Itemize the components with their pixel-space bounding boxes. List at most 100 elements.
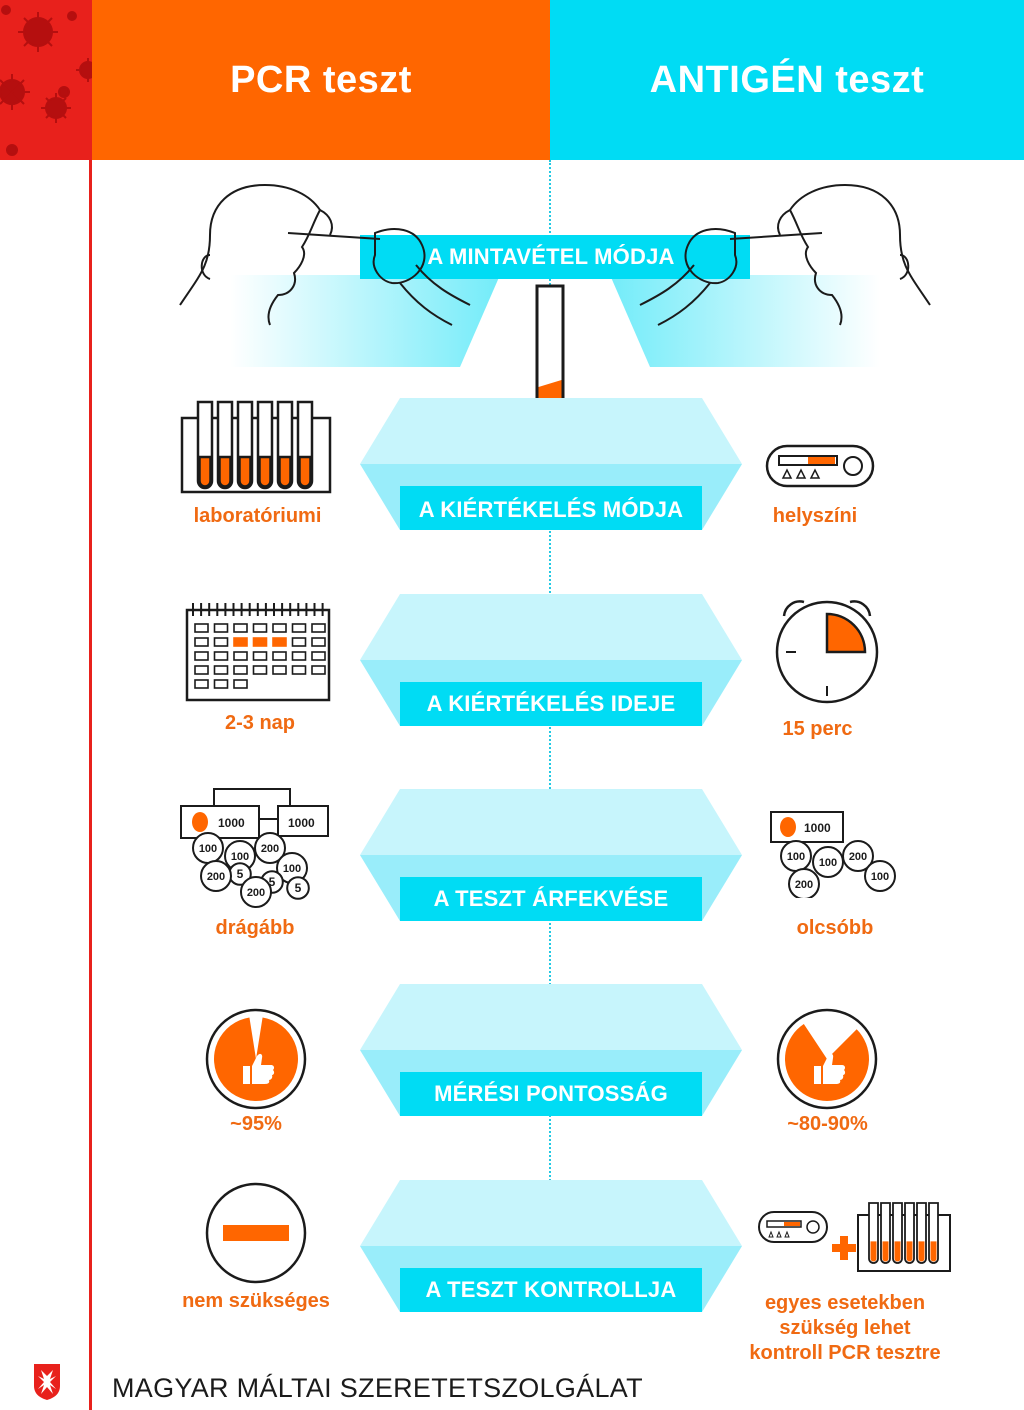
- svg-text:100: 100: [283, 863, 301, 875]
- test-tube-icon: [256, 400, 274, 490]
- minus-icon: [205, 1182, 307, 1284]
- calendar-day: [272, 623, 287, 633]
- rapid-test-cassette-icon: [758, 1211, 828, 1243]
- organization-name: MAGYAR MÁLTAI SZERETETSZOLGÁLAT: [112, 1373, 643, 1403]
- coin-icon: 100: [864, 860, 896, 892]
- svg-text:100: 100: [787, 851, 805, 863]
- coin-icon: 5: [228, 862, 252, 886]
- calendar-day: [213, 637, 229, 647]
- header-virus-strip: [0, 0, 100, 160]
- band-meresi-pontossag: [360, 984, 742, 1116]
- coin-icon: 100: [192, 832, 224, 864]
- pcr-control: nem szükséges: [182, 1290, 330, 1312]
- coin-icon: 200: [200, 860, 232, 892]
- svg-text:100: 100: [231, 851, 249, 863]
- svg-text:5: 5: [237, 867, 244, 881]
- antigen-control-line: szükség lehet: [779, 1317, 911, 1339]
- test-tube-icon: [880, 1202, 891, 1264]
- band-kiertekeles-ideje: [360, 594, 742, 726]
- calendar-day: [194, 665, 209, 675]
- svg-text:5: 5: [295, 881, 302, 895]
- row-title-evaluation-method: A KIÉRTÉKELÉS MÓDJA: [418, 497, 684, 522]
- calendar-day: [213, 623, 229, 633]
- thumbs-up-icon: [814, 1053, 846, 1084]
- rapid-test-cassette-icon: [765, 444, 875, 488]
- test-tube-icon: [928, 1202, 939, 1264]
- banknote-icon: 1000: [770, 811, 844, 843]
- tube-rack-icon: [180, 400, 332, 494]
- svg-text:1000: 1000: [804, 821, 831, 835]
- calendar-day: [291, 623, 307, 633]
- calendar-day: [233, 651, 248, 661]
- antigen-control-line: kontroll PCR tesztre: [749, 1342, 941, 1364]
- svg-text:100: 100: [199, 843, 217, 855]
- antigen-price: olcsóbb: [796, 917, 874, 939]
- pcr-evaluation-time: 2-3 nap: [224, 712, 296, 734]
- antigen-accuracy: ~80-90%: [787, 1113, 868, 1135]
- calendar-day: [272, 637, 287, 647]
- calendar-day: [291, 665, 307, 675]
- svg-text:200: 200: [247, 887, 265, 899]
- maltese-cross-icon: [34, 1364, 60, 1400]
- test-tube-icon: [868, 1202, 879, 1264]
- thumbs-up-icon: [243, 1053, 275, 1084]
- coin-icon: 100: [812, 846, 844, 878]
- calendar-day: [233, 623, 248, 633]
- coin-icon: 100: [276, 852, 308, 884]
- svg-text:1000: 1000: [218, 816, 245, 830]
- antigen-evaluation-time: 15 perc: [782, 718, 853, 740]
- calendar-icon: [185, 603, 331, 702]
- test-tube-icon: [216, 400, 234, 490]
- calendar-day: [233, 679, 248, 689]
- svg-text:200: 200: [207, 871, 225, 883]
- band-left-arrow: [230, 275, 500, 367]
- antigen-control-line: egyes esetekben: [764, 1292, 926, 1314]
- plus-icon: [832, 1236, 856, 1260]
- test-tube-icon: [296, 400, 314, 490]
- band-arfekvese: [360, 789, 742, 921]
- accuracy-pie-antigen: [776, 1008, 878, 1110]
- calendar-day: [291, 651, 307, 661]
- calendar-day: [311, 665, 326, 675]
- calendar-day: [194, 651, 209, 661]
- svg-text:100: 100: [871, 871, 889, 883]
- calendar-day: [233, 637, 248, 647]
- coin-icon: 5: [286, 876, 310, 900]
- calendar-day: [213, 665, 229, 675]
- calendar-day: [252, 651, 268, 661]
- row-title-sampling: A MINTAVÉTEL MÓDJA: [427, 244, 675, 269]
- antigen-title: ANTIGÉN teszt: [649, 58, 925, 101]
- stopwatch-icon: [775, 600, 879, 704]
- antigen-header: ANTIGÉN teszt: [550, 0, 1024, 160]
- pcr-header: PCR teszt: [92, 0, 550, 160]
- coin-icon: 200: [788, 868, 820, 898]
- band-right-arrow: [610, 275, 880, 367]
- row-title-evaluation-time: A KIÉRTÉKELÉS IDEJE: [426, 691, 676, 716]
- antigen-evaluation-method: helyszíni: [772, 505, 858, 527]
- calendar-day: [291, 637, 307, 647]
- svg-text:100: 100: [819, 857, 837, 869]
- svg-text:1000: 1000: [288, 816, 315, 830]
- calendar-day: [311, 651, 326, 661]
- calendar-day: [194, 637, 209, 647]
- calendar-day: [272, 651, 287, 661]
- virus-icon: [0, 5, 100, 156]
- calendar-day: [272, 665, 287, 675]
- nasal-swab-icon: [639, 183, 931, 326]
- pcr-evaluation-method: laboratóriumi: [193, 505, 322, 527]
- coin-icon: 100: [780, 840, 812, 872]
- pcr-title: PCR teszt: [230, 58, 412, 101]
- test-tube-icon: [892, 1202, 903, 1264]
- pcr-price: drágább: [215, 917, 295, 939]
- calendar-day: [213, 679, 229, 689]
- accuracy-pie-pcr: [205, 1008, 307, 1110]
- calendar-day: [194, 679, 209, 689]
- red-divider-line: [89, 160, 92, 1410]
- test-tube-icon: [904, 1202, 915, 1264]
- test-tube-icon: [276, 400, 294, 490]
- row-title-price: A TESZT ÁRFEKVÉSE: [433, 886, 669, 911]
- test-tube-icon: [196, 400, 214, 490]
- calendar-day: [233, 665, 248, 675]
